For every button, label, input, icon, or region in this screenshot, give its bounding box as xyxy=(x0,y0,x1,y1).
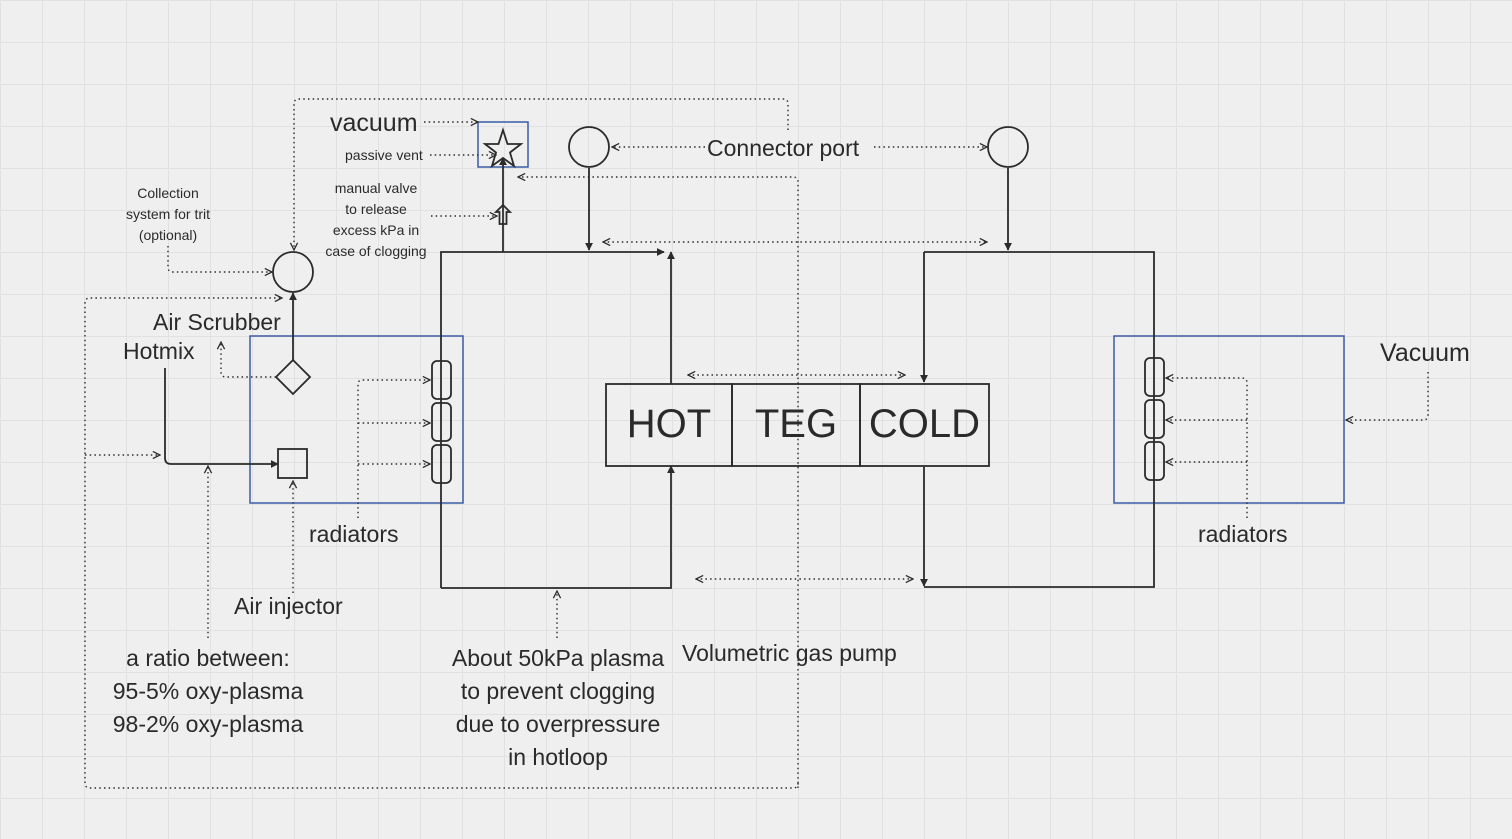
air-injector-label: Air injector xyxy=(234,593,343,619)
radiators-right-pointer-1 xyxy=(1166,378,1248,518)
hotmix-feed xyxy=(164,368,279,468)
teg-label: TEG xyxy=(754,402,838,446)
radiator-right-3 xyxy=(1144,441,1165,481)
passive-vent-label: passive vent xyxy=(345,147,423,163)
collection-system-label: Collection system for trit (optional) xyxy=(125,185,210,243)
radiators-right-label: radiators xyxy=(1198,521,1288,547)
hot-label: HOT xyxy=(626,402,712,446)
air-scrubber-label: Air Scrubber xyxy=(153,309,281,335)
radiators-left-pointer-1 xyxy=(357,380,430,518)
scrubber-to-hotmix-line xyxy=(221,342,276,378)
radiator-right-2 xyxy=(1144,399,1165,439)
radiator-left-3 xyxy=(431,444,452,484)
vacuum-right-label: Vacuum xyxy=(1380,339,1470,367)
hot-return-pipe xyxy=(441,465,675,589)
ratio-note: a ratio between: 95-5% oxy-plasma 98-2% … xyxy=(112,645,304,737)
vacuum-label: vacuum xyxy=(330,109,418,137)
cold-loop-outer xyxy=(924,251,1155,588)
air-scrubber-diamond xyxy=(274,358,312,396)
plasma-note: About 50kPa plasma to prevent clogging d… xyxy=(451,645,665,770)
manual-valve-label: manual valve to release excess kPa in ca… xyxy=(325,180,427,259)
radiator-left-2 xyxy=(431,402,452,442)
connector-port-left xyxy=(568,126,610,168)
connector-port-label: Connector port xyxy=(707,135,860,161)
vacuum-right-pointer xyxy=(1346,372,1429,420)
pump-return-line xyxy=(84,298,799,789)
right-enclosure xyxy=(1113,335,1345,504)
air-injector-square xyxy=(277,448,308,479)
hotmix-label: Hotmix xyxy=(123,338,195,364)
gas-pump-label: Volumetric gas pump xyxy=(682,640,897,666)
radiator-left-1 xyxy=(431,360,452,400)
connector-port-right xyxy=(987,126,1029,168)
cold-block xyxy=(859,383,990,467)
radiators-left-label: radiators xyxy=(309,521,399,547)
collection-pointer xyxy=(167,246,272,272)
radiator-right-1 xyxy=(1144,357,1165,397)
left-enclosure xyxy=(249,335,464,504)
hot-loop-left xyxy=(440,251,591,588)
collection-node xyxy=(272,251,314,293)
cold-label: COLD xyxy=(868,402,981,446)
passive-vent-star-icon xyxy=(482,127,524,169)
